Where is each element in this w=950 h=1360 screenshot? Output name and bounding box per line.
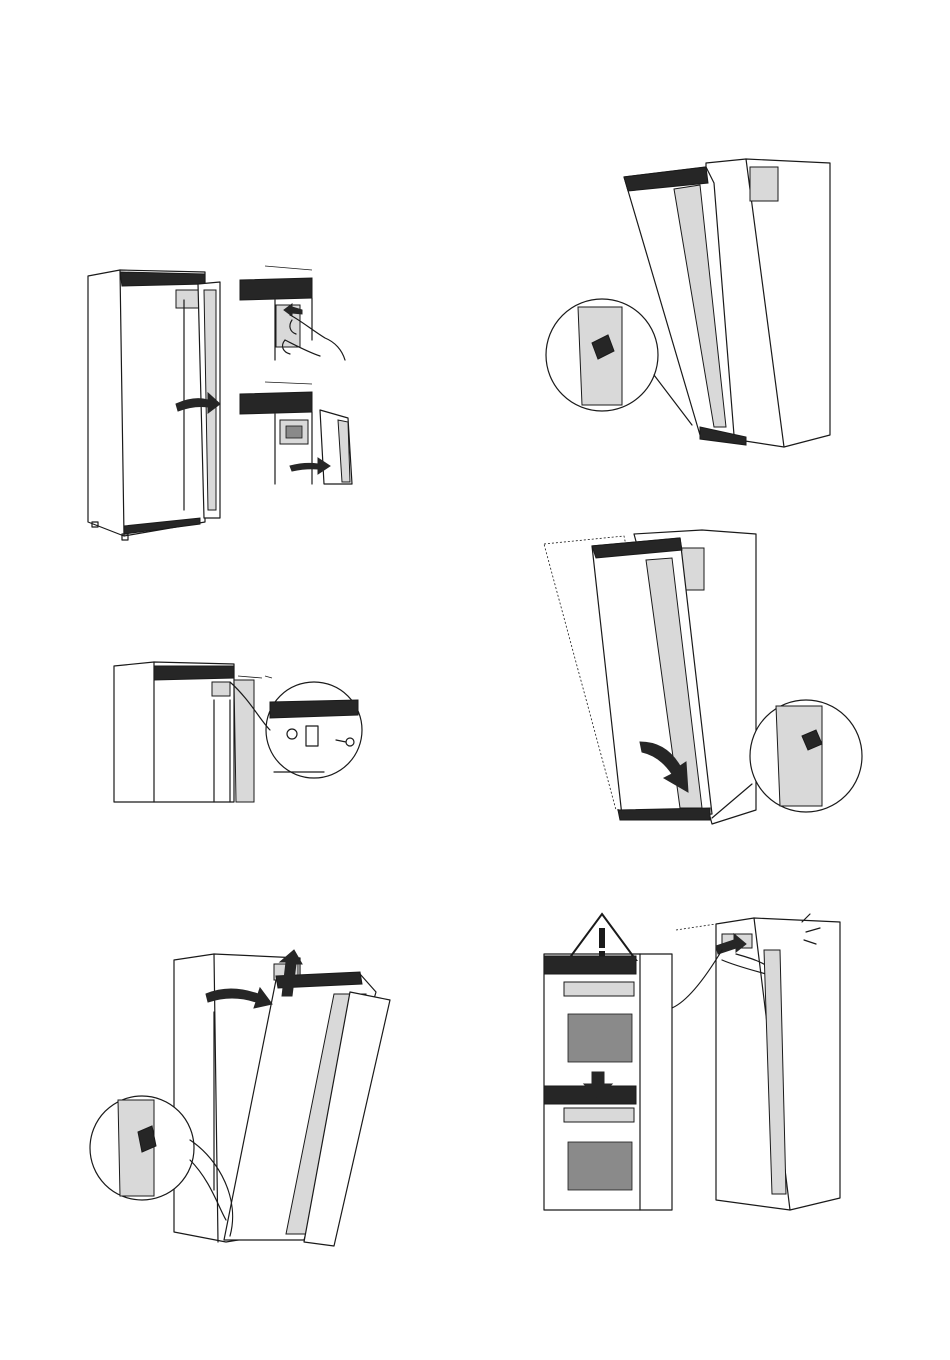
- inset-open-door: [240, 382, 352, 484]
- step-5-drawing: [540, 530, 860, 835]
- figure-step-5: [540, 530, 860, 835]
- figure-step-4: [550, 155, 850, 460]
- step-1-drawing: [80, 260, 370, 550]
- step-4-drawing: [550, 155, 850, 460]
- step-3-drawing: [90, 950, 400, 1250]
- figure-step-1: [80, 260, 370, 550]
- figure-step-6: [540, 910, 860, 1220]
- figure-step-3: [90, 950, 400, 1250]
- figure-step-2: [110, 660, 380, 810]
- inset-push-panel: [240, 266, 345, 360]
- step-2-drawing: [110, 660, 380, 810]
- detail-circle: [266, 682, 362, 778]
- step-6-drawing: [540, 910, 860, 1220]
